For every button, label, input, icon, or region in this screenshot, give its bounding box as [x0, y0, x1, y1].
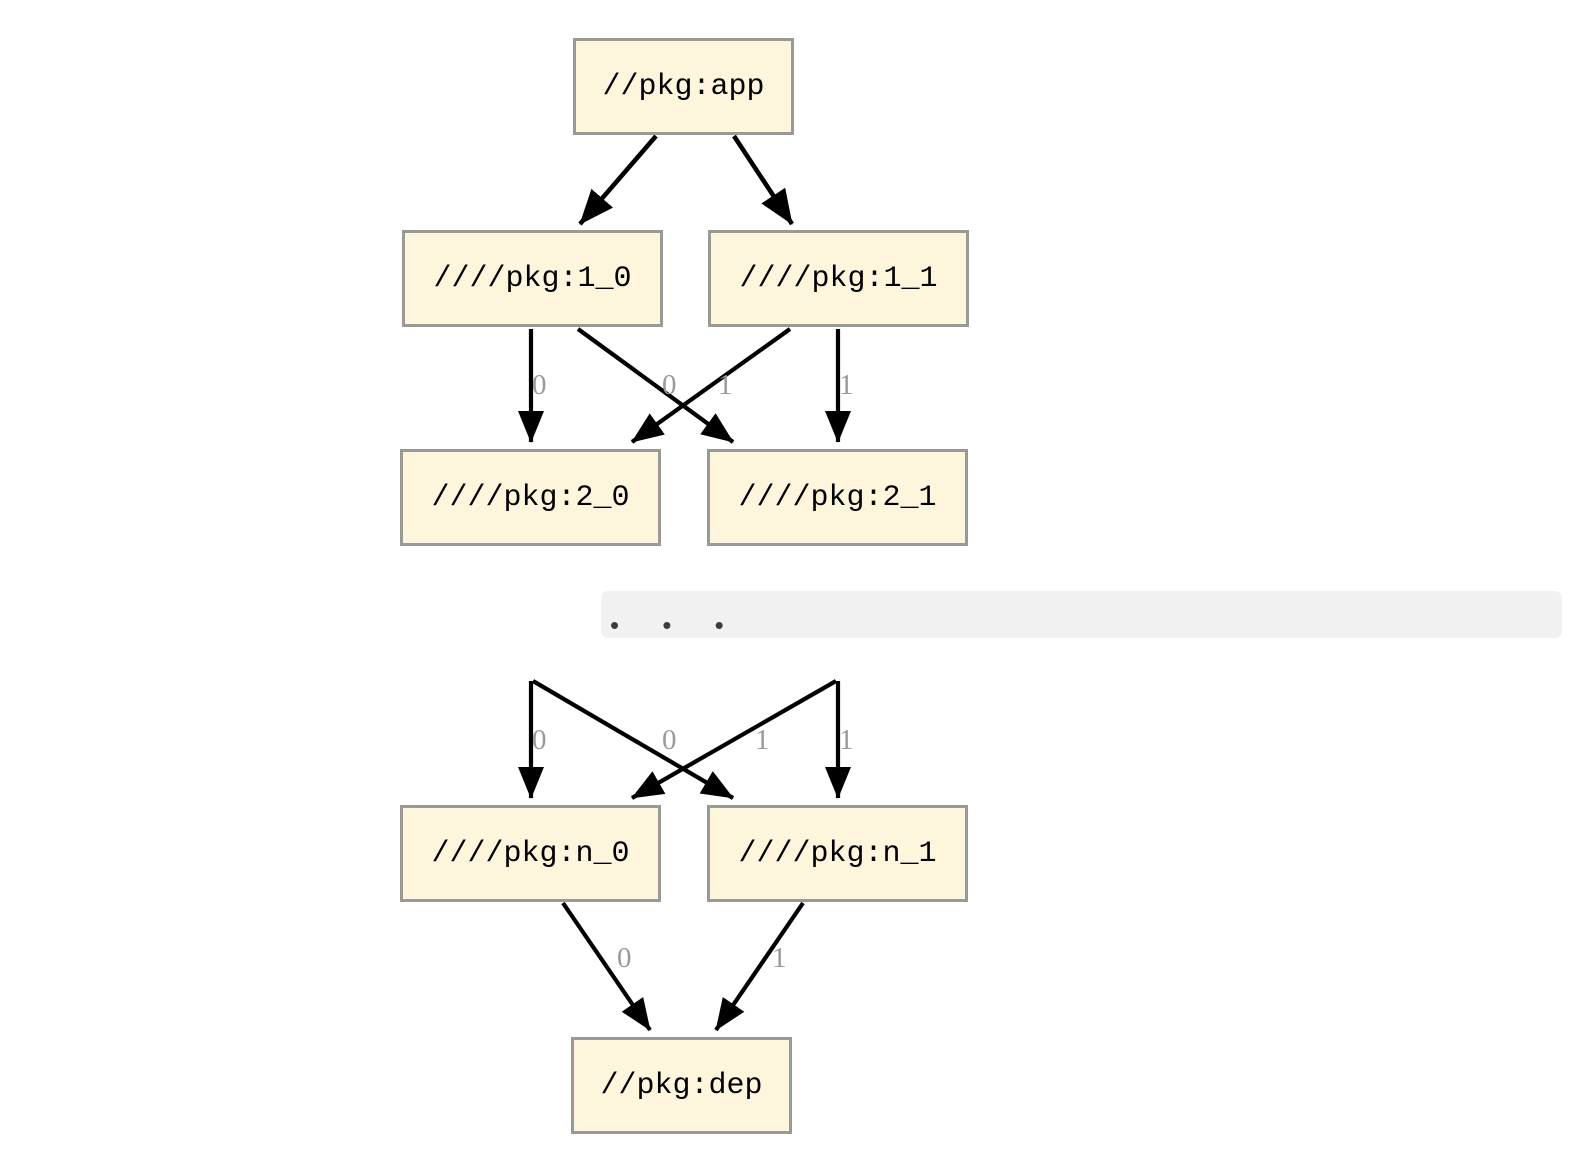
- edge-label-elided-to-n_1-zero: 0: [662, 724, 677, 756]
- node-label: ////pkg:n_0: [431, 836, 630, 871]
- node-label: ////pkg:2_0: [431, 480, 630, 515]
- edge-label-n_1-to-dep: 1: [772, 942, 787, 974]
- node-label: ////pkg:1_0: [433, 261, 632, 296]
- node-pkg-2-0[interactable]: ////pkg:2_0: [400, 449, 661, 546]
- node-label: //pkg:dep: [600, 1068, 763, 1103]
- node-pkg-dep[interactable]: //pkg:dep: [571, 1037, 792, 1134]
- edge-label-elided-to-n_0-zero: 0: [532, 724, 547, 756]
- edge-group-layer1-to-layer2: [517, 327, 852, 444]
- edge-n_0-to-dep: [561, 901, 652, 1032]
- elided-layers-ellipsis: • • •: [610, 610, 742, 640]
- edge-app-to-1_1: [732, 134, 794, 226]
- edge-elided-to-n_1-zero: [531, 679, 735, 800]
- node-label: ////pkg:1_1: [739, 261, 938, 296]
- edge-label-1_1-to-2_1: 1: [839, 369, 854, 401]
- edge-n_1-to-dep: [714, 901, 805, 1032]
- edge-label-1_0-to-2_0: 0: [532, 369, 547, 401]
- edge-label-elided-to-n_0-one: 1: [755, 724, 770, 756]
- edge-elided-to-n_0-one: [630, 679, 838, 800]
- edge-group-app-to-layer1: [578, 134, 794, 226]
- node-pkg-1-1[interactable]: ////pkg:1_1: [708, 230, 969, 327]
- node-pkg-n-1[interactable]: ////pkg:n_1: [707, 805, 968, 902]
- node-pkg-2-1[interactable]: ////pkg:2_1: [707, 449, 968, 546]
- edge-1_0-to-2_1: [576, 327, 735, 444]
- edge-label-elided-to-n_1-one: 1: [839, 724, 854, 756]
- edge-label-n_0-to-dep: 0: [617, 942, 632, 974]
- node-pkg-n-0[interactable]: ////pkg:n_0: [400, 805, 661, 902]
- elided-layers-band: [601, 591, 1562, 638]
- edge-group-elided-to-layern: [517, 679, 852, 800]
- edge-label-1_0-to-2_1: 0: [662, 369, 677, 401]
- node-label: ////pkg:n_1: [738, 836, 937, 871]
- edge-app-to-1_0: [578, 134, 658, 226]
- edge-1_1-to-2_0: [630, 327, 792, 444]
- node-pkg-1-0[interactable]: ////pkg:1_0: [402, 230, 663, 327]
- node-label: //pkg:app: [602, 69, 765, 104]
- edge-group-layern-to-dep: [561, 901, 805, 1032]
- edge-label-1_1-to-2_0: 1: [718, 369, 733, 401]
- node-label: ////pkg:2_1: [738, 480, 937, 515]
- node-pkg-app[interactable]: //pkg:app: [573, 38, 794, 135]
